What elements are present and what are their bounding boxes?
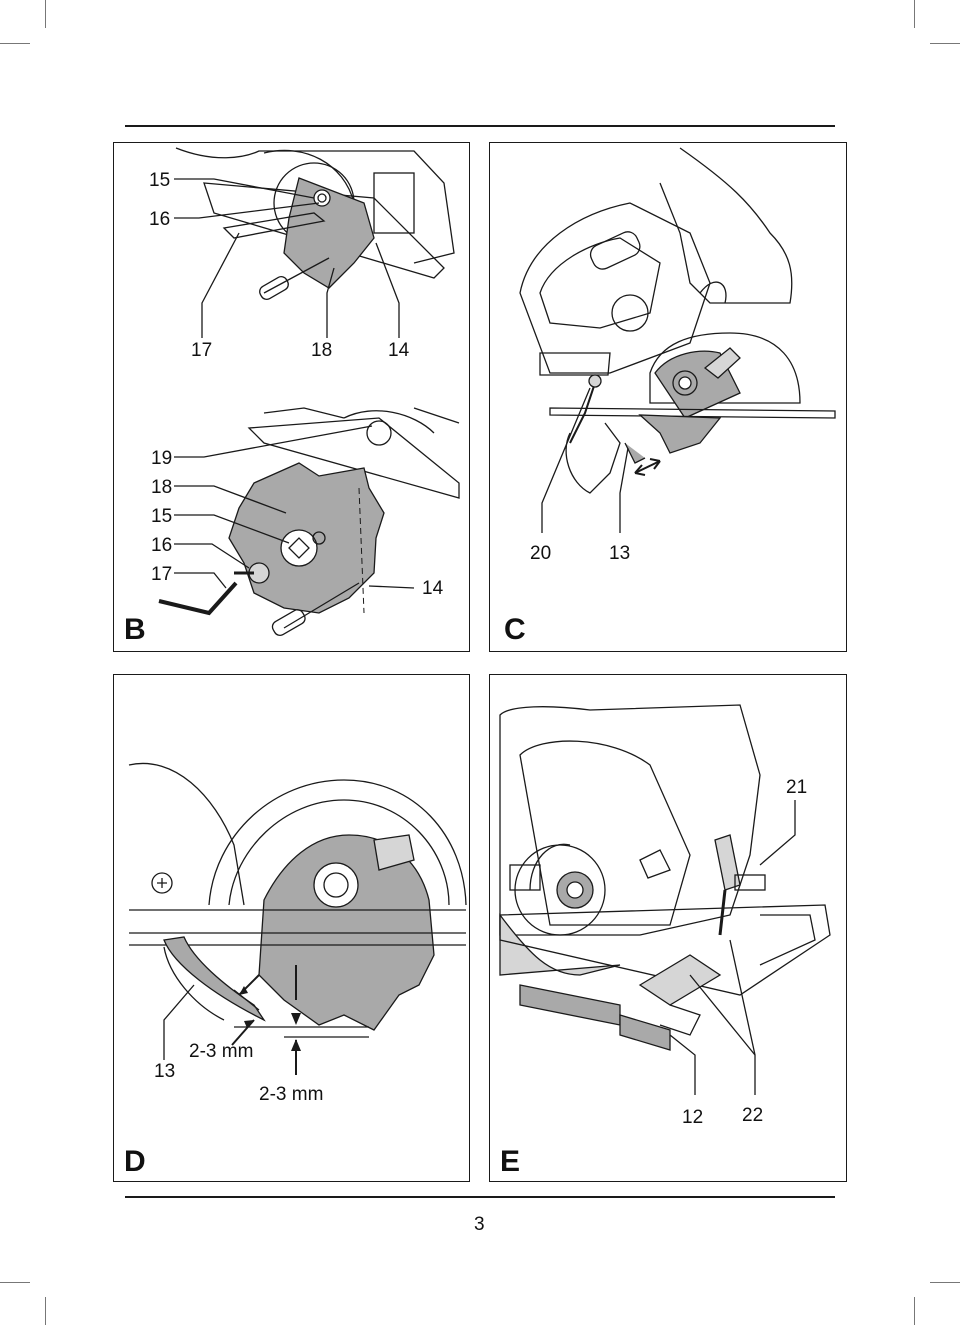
callout-20: 20 xyxy=(530,543,552,564)
crop-mark xyxy=(45,1297,46,1325)
callout-22: 22 xyxy=(742,1105,764,1126)
callout-18: 18 xyxy=(151,477,173,498)
lower-guard-illustration xyxy=(519,147,836,533)
guard-clearance-illustration xyxy=(128,762,467,1075)
panel-d: 13 2-3 mm 2-3 mm D xyxy=(113,674,470,1182)
callout-21: 21 xyxy=(786,777,808,798)
top-rule xyxy=(125,125,835,127)
callout-16: 16 xyxy=(151,535,173,556)
panel-b: 15 16 17 18 14 19 18 15 16 17 14 B xyxy=(113,142,470,652)
parallel-guide-illustration xyxy=(499,704,831,1095)
panel-e: 21 12 22 E xyxy=(489,674,847,1182)
crop-mark xyxy=(914,1297,915,1325)
callout-13: 13 xyxy=(154,1061,176,1082)
callout-13: 13 xyxy=(609,543,631,564)
callout-17: 17 xyxy=(151,564,173,585)
callout-12: 12 xyxy=(682,1107,704,1128)
callout-18: 18 xyxy=(311,340,333,361)
blade-removal-illustration xyxy=(158,147,460,637)
callout-15: 15 xyxy=(149,170,171,191)
crop-mark xyxy=(930,1282,960,1283)
crop-mark xyxy=(914,0,915,28)
page-number: 3 xyxy=(474,1214,485,1235)
dimension-label: 2-3 mm xyxy=(259,1084,324,1105)
panel-c: 20 13 C xyxy=(489,142,847,652)
figure-letter-d: D xyxy=(124,1145,146,1178)
figure-letter-c: C xyxy=(504,613,526,646)
crop-mark xyxy=(0,43,30,44)
figure-letter-e: E xyxy=(500,1145,521,1178)
callout-14: 14 xyxy=(388,340,410,361)
crop-mark xyxy=(930,43,960,44)
callout-14: 14 xyxy=(422,578,444,599)
dimension-label: 2-3 mm xyxy=(189,1041,254,1062)
callout-16: 16 xyxy=(149,209,171,230)
callout-17: 17 xyxy=(191,340,213,361)
callout-19: 19 xyxy=(151,448,173,469)
bottom-rule xyxy=(125,1196,835,1198)
crop-mark xyxy=(45,0,46,28)
crop-mark xyxy=(0,1282,30,1283)
figure-letter-b: B xyxy=(124,613,146,646)
callout-15: 15 xyxy=(151,506,173,527)
